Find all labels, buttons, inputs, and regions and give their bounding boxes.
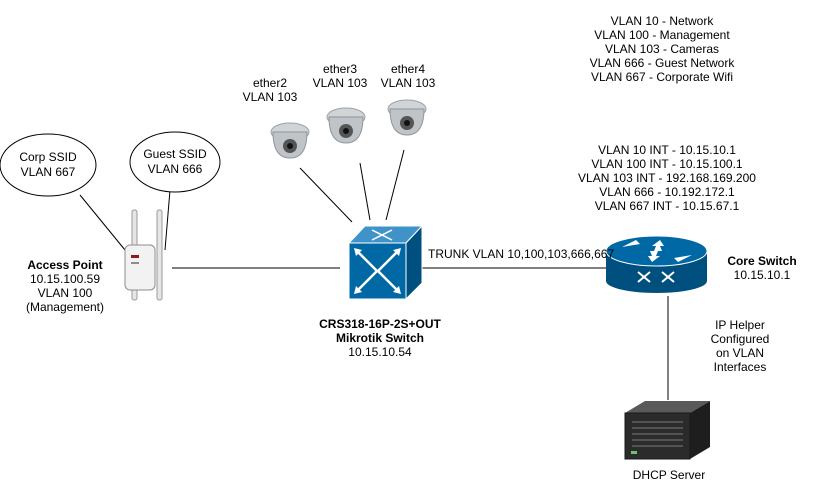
access-point-icon	[124, 209, 163, 301]
ip-helper-line: Configured	[710, 332, 770, 346]
vlan-legend: VLAN 10 - Network VLAN 100 - Management …	[567, 14, 757, 84]
legend-line: VLAN 667 - Corporate Wifi	[590, 70, 734, 84]
ssid-vlan: VLAN 667	[20, 165, 76, 179]
ip-helper-line: IP Helper	[715, 318, 765, 332]
camera-port: ether3	[322, 62, 358, 76]
link-guest-ssid	[164, 189, 171, 251]
ip-helper-label: IP Helper Configured on VLAN Interfaces	[700, 318, 780, 374]
camera-port: ether4	[390, 62, 426, 76]
vlan-interfaces: VLAN 10 INT - 10.15.10.1 VLAN 100 INT - …	[567, 143, 767, 213]
camera-port: ether2	[252, 76, 288, 90]
camera-vlan: VLAN 103	[242, 90, 298, 104]
camera-label-ether4: ether4 VLAN 103	[373, 62, 443, 90]
camera-vlan: VLAN 103	[312, 76, 368, 90]
link-corp-ssid	[79, 194, 126, 251]
guest-ssid-label: Guest SSID VLAN 666	[125, 147, 225, 177]
interface-line: VLAN 100 INT - 10.15.100.1	[591, 157, 743, 171]
core-switch-icon	[605, 235, 708, 293]
access-point-note: (Management)	[25, 300, 105, 314]
camera-vlan: VLAN 103	[380, 76, 436, 90]
camera-icon-ether3	[326, 107, 366, 144]
link-camera-ether2	[299, 167, 353, 223]
access-point-label: Access Point 10.15.100.59 VLAN 100 (Mana…	[10, 258, 120, 314]
legend-line: VLAN 10 - Network	[610, 14, 714, 28]
guest-ssid-ellipse	[129, 131, 221, 193]
camera-label-ether2: ether2 VLAN 103	[235, 76, 305, 104]
link-camera-ether3	[359, 162, 371, 221]
trunk-label: TRUNK VLAN 10,100,103,666,667	[428, 247, 615, 261]
ip-helper-line: on VLAN	[715, 346, 765, 360]
access-point-title: Access Point	[27, 258, 103, 272]
link-camera-ether4	[385, 149, 405, 221]
interface-line: VLAN 667 INT - 10.15.67.1	[594, 199, 740, 213]
core-switch-label: Core Switch 10.15.10.1	[722, 254, 802, 282]
mikrotik-model: CRS318-16P-2S+OUT	[319, 317, 441, 331]
dhcp-server-label: DHCP Server	[632, 468, 706, 482]
interface-line: VLAN 103 INT - 192.168.169.200	[578, 171, 756, 185]
access-point-ip: 10.15.100.59	[29, 272, 101, 286]
camera-label-ether3: ether3 VLAN 103	[305, 62, 375, 90]
corp-ssid-ellipse	[0, 133, 97, 197]
ip-helper-line: Interfaces	[713, 360, 767, 374]
core-switch-title: Core Switch	[727, 254, 797, 268]
dhcp-server-icon	[624, 401, 710, 460]
mikrotik-name: Mikrotik Switch	[335, 331, 424, 345]
mikrotik-ip: 10.15.10.54	[348, 345, 412, 359]
camera-icon-ether2	[270, 122, 310, 159]
mikrotik-label: CRS318-16P-2S+OUT Mikrotik Switch 10.15.…	[300, 317, 460, 359]
legend-line: VLAN 100 - Management	[594, 28, 730, 42]
core-switch-ip: 10.15.10.1	[733, 268, 791, 282]
ssid-name: Guest SSID	[143, 147, 207, 161]
camera-icon-ether4	[387, 99, 427, 136]
legend-line: VLAN 666 - Guest Network	[589, 56, 735, 70]
interface-line: VLAN 666 - 10.192.172.1	[599, 185, 735, 199]
ssid-name: Corp SSID	[19, 150, 77, 164]
mikrotik-switch-icon	[347, 224, 424, 301]
ssid-vlan: VLAN 666	[147, 162, 203, 176]
corp-ssid-label: Corp SSID VLAN 667	[0, 150, 98, 180]
interface-line: VLAN 10 INT - 10.15.10.1	[598, 143, 736, 157]
access-point-vlan: VLAN 100	[37, 286, 93, 300]
legend-line: VLAN 103 - Cameras	[604, 42, 720, 56]
